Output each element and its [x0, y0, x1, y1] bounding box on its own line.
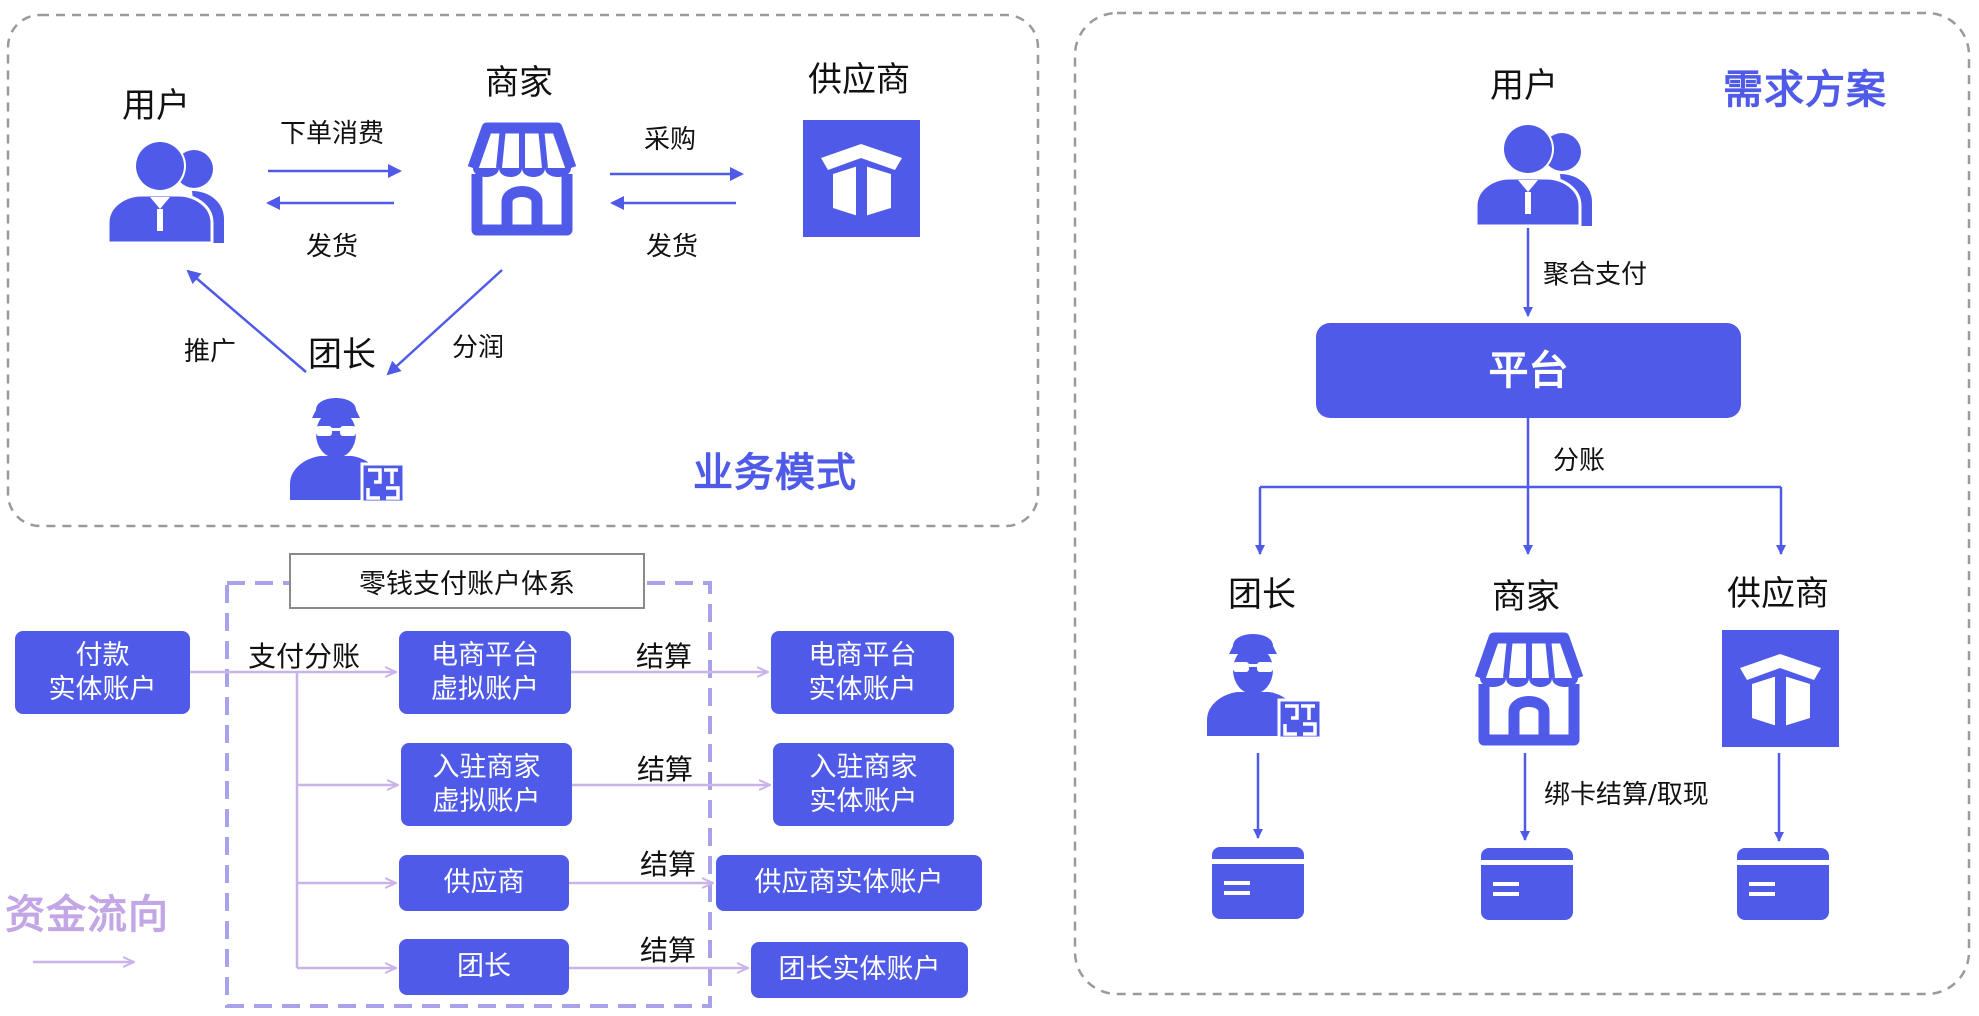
ds-supplier-label: 供应商 — [1727, 574, 1829, 614]
real-account-supplier-label: 供应商实体账户 — [754, 867, 944, 899]
ds-split-label: 分账 — [1553, 446, 1606, 476]
virtual-account-ecommerce[interactable]: 电商平台 虚拟账户 — [399, 631, 571, 714]
ds-user-label: 用户 — [1490, 66, 1558, 106]
ds-bind-card-label: 绑卡结算/取现 — [1544, 780, 1709, 810]
real-account-merchant[interactable]: 入驻商家 实体账户 — [773, 743, 954, 826]
bm-purchase-label: 采购 — [644, 125, 697, 155]
virtual-account-leader[interactable]: 团长 — [399, 939, 569, 995]
virtual-account-supplier[interactable]: 供应商 — [399, 855, 569, 911]
bm-promote-label: 推广 — [184, 337, 237, 367]
settle-label-3: 结算 — [640, 848, 697, 881]
ds-leader-icon — [1207, 634, 1323, 740]
real-account-ecommerce-line2: 实体账户 — [808, 673, 917, 705]
business-model-panel — [6, 13, 1040, 528]
account-system-title-box: 零钱支付账户体系 — [289, 553, 645, 609]
ds-aggregate-pay-label: 聚合支付 — [1543, 260, 1648, 290]
bm-arrow-promote — [186, 269, 307, 373]
real-account-supplier[interactable]: 供应商实体账户 — [716, 855, 982, 911]
bm-supplier-label: 供应商 — [808, 60, 910, 100]
pay-account-line2: 实体账户 — [48, 673, 157, 705]
ds-title: 需求方案 — [1723, 67, 1887, 113]
virtual-account-merchant[interactable]: 入驻商家 虚拟账户 — [401, 743, 572, 826]
supplier-box-icon — [803, 120, 920, 237]
bm-merchant-label: 商家 — [485, 63, 553, 103]
virtual-account-merchant-line2: 虚拟账户 — [432, 785, 541, 817]
bm-profit-share-label: 分润 — [452, 333, 505, 363]
ds-supplier-card-icon — [1737, 848, 1829, 920]
real-account-merchant-line1: 入驻商家 — [809, 751, 918, 783]
real-account-leader-label: 团长实体账户 — [778, 954, 941, 986]
bm-user-label: 用户 — [122, 86, 190, 126]
ds-merchant-label: 商家 — [1492, 577, 1560, 617]
leader-icon — [290, 398, 406, 504]
pay-split-label: 支付分账 — [248, 640, 361, 673]
bm-title: 业务模式 — [693, 450, 857, 496]
ds-platform-label: 平台 — [1488, 347, 1569, 394]
account-system-title: 零钱支付账户体系 — [359, 568, 575, 600]
bm-leader-label: 团长 — [308, 335, 376, 375]
bm-ship1-label: 发货 — [306, 232, 359, 262]
real-account-ecommerce-line1: 电商平台 — [808, 639, 917, 671]
virtual-account-merchant-line1: 入驻商家 — [432, 751, 541, 783]
ds-leader-label: 团长 — [1228, 575, 1296, 615]
ds-platform-box[interactable]: 平台 — [1316, 323, 1741, 418]
real-account-merchant-line2: 实体账户 — [809, 785, 918, 817]
ds-user-icon — [1474, 123, 1592, 228]
real-account-ecommerce[interactable]: 电商平台 实体账户 — [771, 631, 954, 714]
ds-merchant-card-icon — [1481, 848, 1573, 920]
fund-flow-title: 资金流向 — [5, 892, 169, 938]
virtual-account-leader-label: 团长 — [457, 951, 511, 983]
pay-account-line1: 付款 — [75, 639, 130, 671]
bm-ship2-label: 发货 — [646, 232, 699, 262]
real-account-leader[interactable]: 团长实体账户 — [751, 942, 968, 998]
store-icon — [467, 122, 577, 236]
virtual-account-ecommerce-line2: 虚拟账户 — [431, 673, 539, 705]
demand-solution-panel — [1073, 11, 1971, 996]
user-icon — [106, 140, 224, 245]
settle-label-1: 结算 — [636, 640, 693, 673]
virtual-account-ecommerce-line1: 电商平台 — [431, 639, 539, 671]
bm-arrow-profit-share — [386, 269, 503, 376]
settle-label-4: 结算 — [640, 934, 697, 967]
pay-account-box[interactable]: 付款 实体账户 — [15, 631, 190, 714]
ds-store-icon — [1474, 632, 1584, 746]
settle-label-2: 结算 — [637, 753, 694, 786]
virtual-account-supplier-label: 供应商 — [443, 867, 525, 899]
ds-supplier-box-icon — [1722, 630, 1839, 747]
ds-leader-card-icon — [1212, 847, 1304, 919]
bm-order-label: 下单消费 — [280, 119, 385, 149]
